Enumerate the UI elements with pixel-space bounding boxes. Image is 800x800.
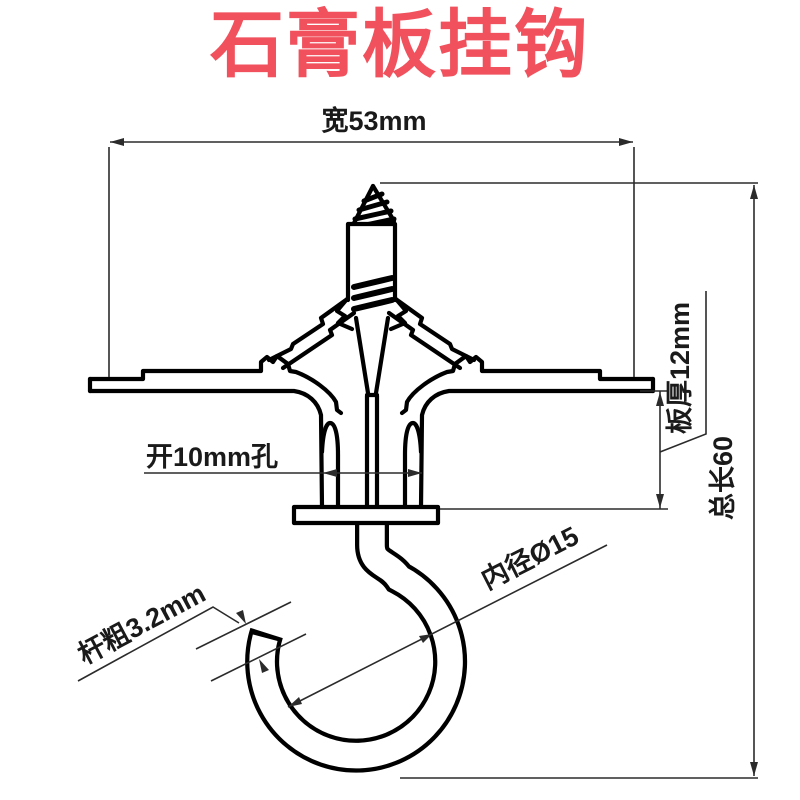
dimensions: 宽53mm 总长60 板厚12mm <box>73 105 758 779</box>
screw-tip <box>349 183 397 231</box>
hook-rod <box>245 514 468 773</box>
dimension-inner-diameter <box>287 544 608 708</box>
arrow-left-icon <box>323 469 337 477</box>
dimension-rod-diameter-label: 杆粗3.2mm <box>73 578 210 670</box>
dimension-rod-diameter <box>77 601 307 682</box>
left-arm <box>266 297 357 371</box>
right-leg <box>402 420 424 510</box>
right-wing <box>399 353 656 510</box>
dimension-total-length <box>380 182 758 779</box>
arrow-up-icon <box>656 392 664 406</box>
arrow-left-icon <box>110 138 124 146</box>
dimension-hole-label: 开10mm孔 <box>146 442 278 472</box>
dimension-board-thickness-label: 板厚12mm <box>665 302 695 434</box>
arrow-up-icon <box>750 185 758 199</box>
arrow-icon <box>259 659 269 673</box>
left-leg <box>319 420 341 510</box>
thread-band <box>351 275 395 312</box>
page-title: 石膏板挂钩 <box>210 3 590 86</box>
arrow-icon <box>236 610 246 624</box>
arrow-down-icon <box>750 762 758 776</box>
bottom-flange <box>291 504 441 526</box>
dimension-width <box>108 138 635 377</box>
left-wing <box>87 353 344 510</box>
dimension-hole <box>144 469 422 477</box>
arrow-right-icon <box>619 138 633 146</box>
arrow-icon <box>419 634 432 643</box>
arrow-down-icon <box>656 494 664 508</box>
center-stem <box>364 392 380 510</box>
dimension-total-length-label: 总长60 <box>708 436 738 520</box>
arrow-icon <box>288 697 302 707</box>
dimension-board-thickness <box>440 291 707 510</box>
anchor-body <box>87 183 656 526</box>
arrow-right-icon <box>408 469 422 477</box>
right-arm <box>386 297 477 371</box>
dimension-width-label: 宽53mm <box>321 105 426 136</box>
funnel-mouth <box>334 295 409 396</box>
